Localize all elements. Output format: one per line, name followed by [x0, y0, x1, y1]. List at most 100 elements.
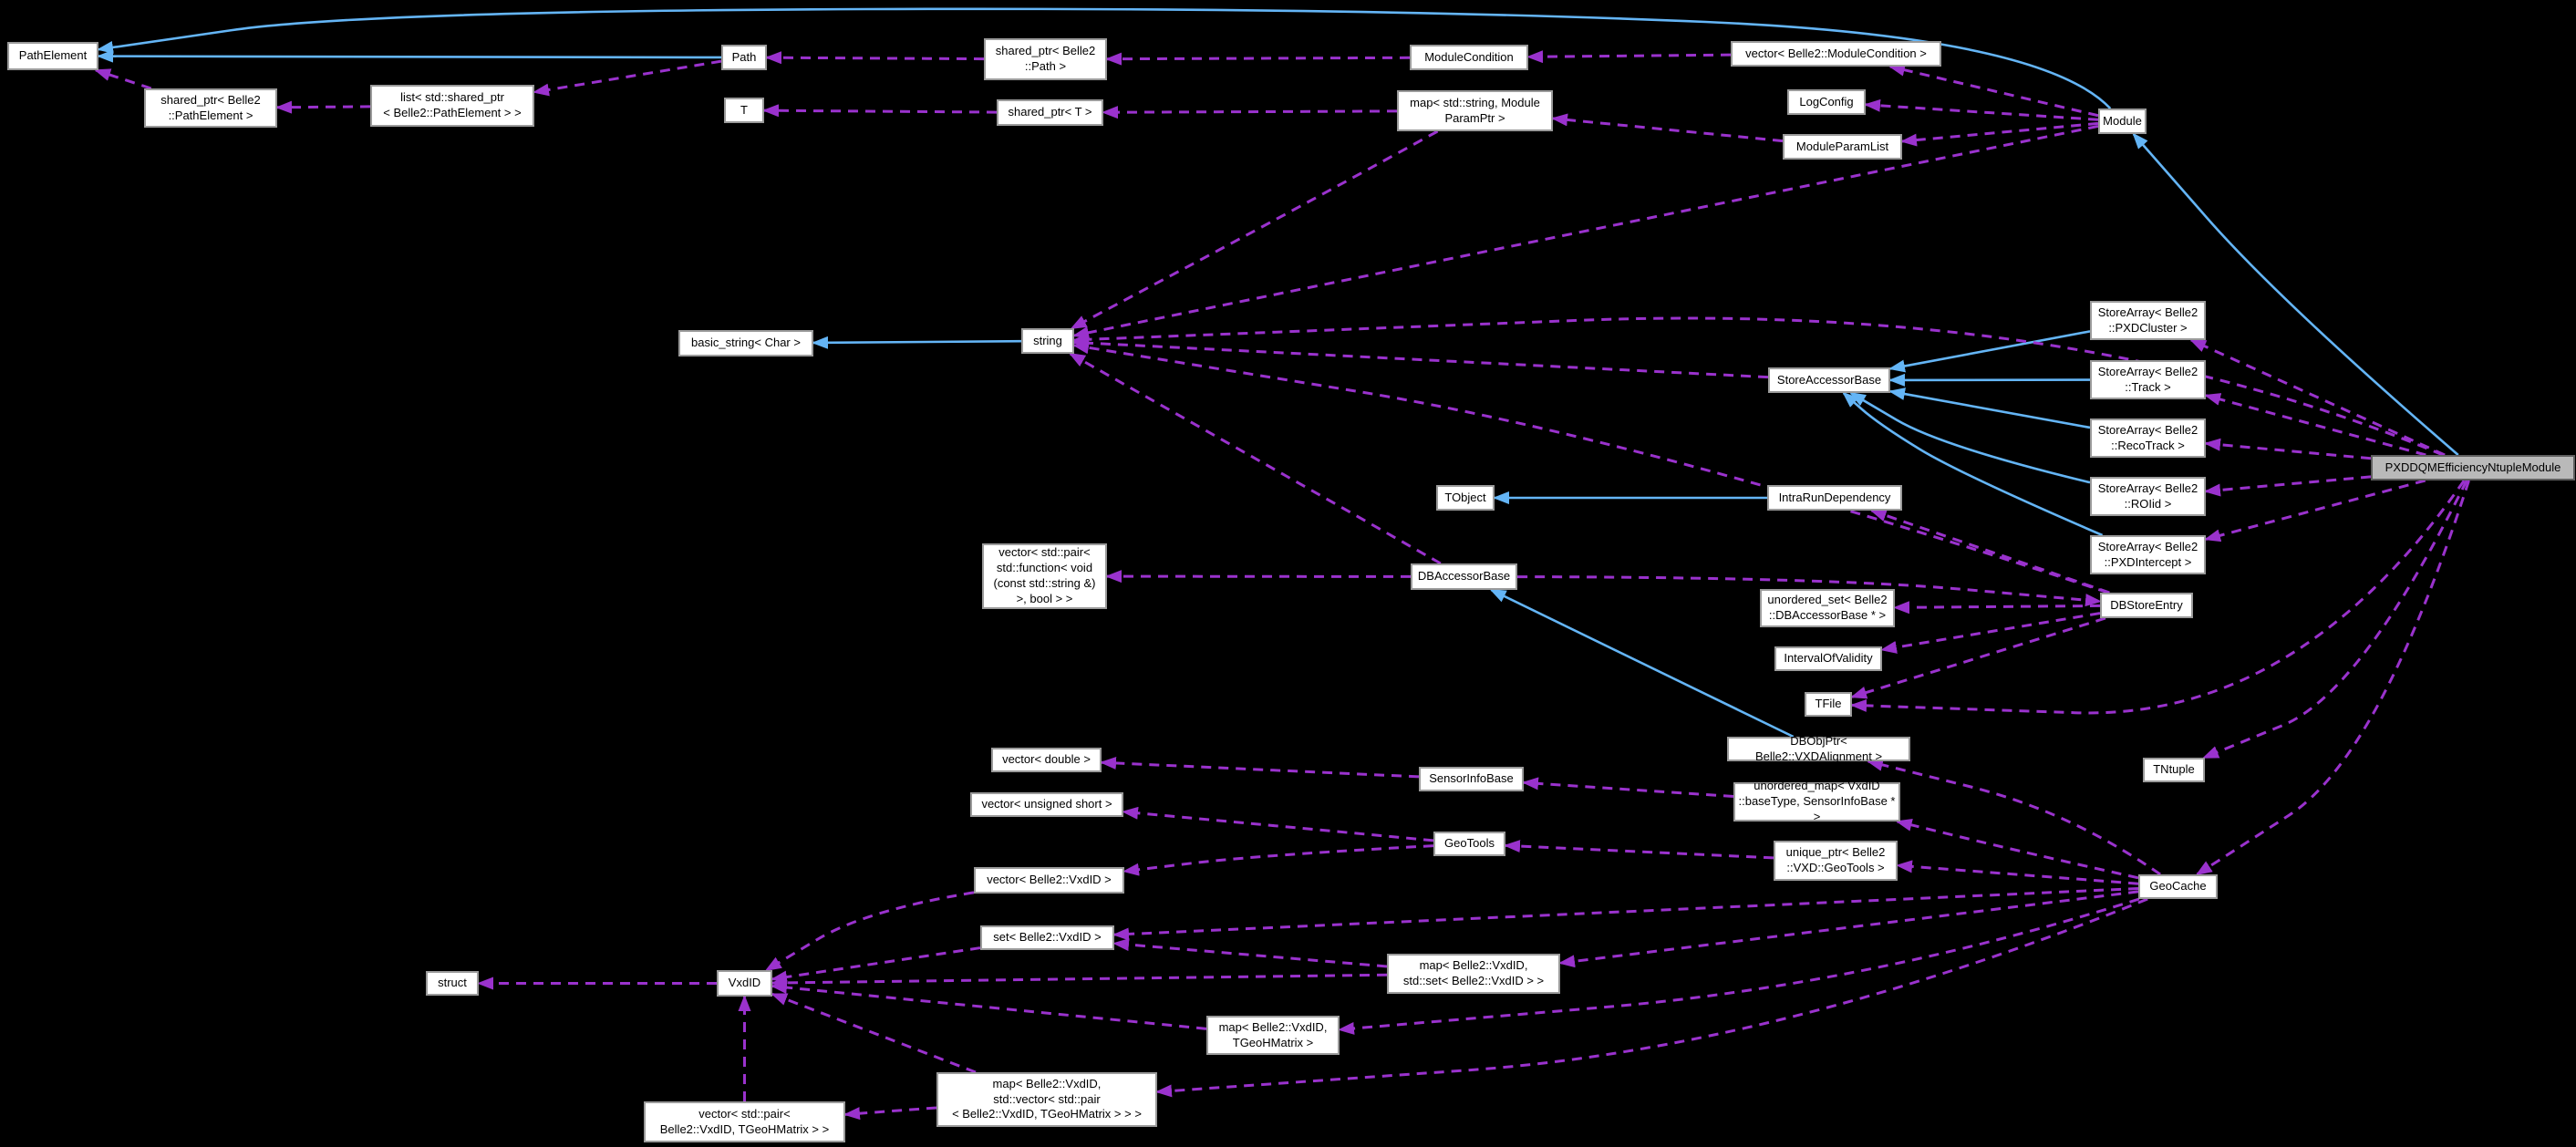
- node-tntuple[interactable]: TNtuple: [2143, 758, 2205, 782]
- node-intervalOfValidity[interactable]: IntervalOfValidity: [1774, 646, 1882, 671]
- edge-pxddqm-saPxdCluster: [2189, 338, 2446, 457]
- edge-mapVecPair-vxdid: [771, 992, 977, 1074]
- node-moduleCondition[interactable]: ModuleCondition: [1410, 45, 1528, 70]
- node-vecPairTgeo[interactable]: vector< std::pair< Belle2::VxdID, TGeoHM…: [644, 1101, 845, 1142]
- node-mapSetVxdid[interactable]: map< Belle2::VxdID, std::set< Belle2::Vx…: [1387, 954, 1560, 994]
- edge-module-vecModCond: [1888, 63, 2099, 118]
- edge-vecVxdid-vxdid: [764, 891, 975, 972]
- edge-mapStringParam-string: [1070, 129, 1439, 330]
- node-storeAccessorBase[interactable]: StoreAccessorBase: [1768, 367, 1890, 393]
- node-setVxdid[interactable]: set< Belle2::VxdID >: [980, 925, 1114, 950]
- edge-pxddqm-tntuple: [2202, 480, 2468, 760]
- edge-module-string: [1072, 124, 2099, 339]
- edge-spPathElement-pathElement: [94, 68, 152, 90]
- node-saRecoTrack[interactable]: StoreArray< Belle2 ::RecoTrack >: [2090, 418, 2206, 458]
- node-pxddqm[interactable]: PXDDQMEfficiencyNtupleModule: [2371, 455, 2575, 480]
- node-mapStringParam[interactable]: map< std::string, Module ParamPtr >: [1397, 90, 1553, 131]
- node-listSp[interactable]: list< std::shared_ptr < Belle2::PathElem…: [370, 85, 534, 127]
- edge-mapSetVxdid-vxdid: [771, 973, 1388, 989]
- edge-geoCache-dbObjPtr: [1866, 759, 2161, 876]
- edge-mapSetVxdid-setVxdid: [1112, 938, 1388, 968]
- node-path[interactable]: Path: [721, 45, 767, 70]
- node-intraRunDep[interactable]: IntraRunDependency: [1767, 485, 1902, 511]
- node-vecUshort[interactable]: vector< unsigned short >: [970, 792, 1123, 817]
- edge-moduleParamList-mapStringParam: [1551, 113, 1784, 143]
- edge-pxddqm-module: [2132, 132, 2459, 456]
- edge-geoCache-unorderedMapVxdid: [1895, 818, 2139, 880]
- edge-string-basicString: [812, 336, 1022, 349]
- edge-geoCache-setVxdid: [1112, 886, 2139, 941]
- node-logConfig[interactable]: LogConfig: [1787, 89, 1866, 115]
- node-dbObjPtr[interactable]: DBObjPtr< Belle2::VXDAlignment >: [1727, 734, 1910, 763]
- edge-dbStoreEntry-string: [1072, 341, 2109, 594]
- node-vecModCond[interactable]: vector< Belle2::ModuleCondition >: [1731, 41, 1941, 67]
- edge-listSp-spPathElement: [275, 100, 371, 114]
- edge-sensorInfoBase-vecDouble: [1100, 756, 1420, 779]
- node-t[interactable]: T: [724, 98, 764, 123]
- node-unorderedSetDb[interactable]: unordered_set< Belle2 ::DBAccessorBase *…: [1760, 589, 1895, 627]
- edge-uniquePtrGeoTools-geoTools: [1504, 840, 1774, 860]
- edge-unorderedMapVxdid-sensorInfoBase: [1522, 777, 1734, 798]
- node-geoTools[interactable]: GeoTools: [1433, 832, 1505, 856]
- edge-mapTgeo-vxdid: [771, 981, 1207, 1030]
- node-saPxdIntercept[interactable]: StoreArray< Belle2 ::PXDIntercept >: [2090, 535, 2206, 574]
- edge-saRoiid-storeAccessorBase: [1849, 391, 2091, 484]
- node-structNode[interactable]: struct: [426, 971, 479, 996]
- edge-pxddqm-saRecoTrack: [2204, 438, 2372, 460]
- edge-mapStringParam-spT: [1102, 106, 1398, 119]
- node-spPathElement[interactable]: shared_ptr< Belle2 ::PathElement >: [144, 88, 277, 128]
- edge-storeAccessorBase-string: [1072, 336, 1769, 379]
- edge-saPxdIntercept-storeAccessorBase: [1842, 391, 2104, 537]
- edge-dbStoreEntry-intervalOfValidity: [1880, 612, 2101, 654]
- node-saTrack[interactable]: StoreArray< Belle2 ::Track >: [2090, 360, 2206, 399]
- edge-dbStoreEntry-tfile: [1850, 616, 2106, 699]
- edge-module-logConfig: [1864, 98, 2099, 121]
- edge-pxddqm-saRoiid: [2204, 475, 2372, 497]
- edge-geoTools-vecUshort: [1122, 806, 1434, 842]
- edge-geoCache-uniquePtrGeoTools: [1896, 860, 2139, 885]
- node-spT[interactable]: shared_ptr< T >: [997, 99, 1103, 126]
- node-uniquePtrGeoTools[interactable]: unique_ptr< Belle2 ::VXD::GeoTools >: [1774, 841, 1898, 881]
- node-vxdid[interactable]: VxdID: [717, 970, 772, 997]
- edge-pxddqm-string: [1072, 316, 2444, 457]
- edge-pxddqm-tfile: [1850, 480, 2466, 715]
- node-pathElement[interactable]: PathElement: [7, 42, 98, 70]
- node-dbAccessorBase[interactable]: DBAccessorBase: [1411, 563, 1517, 590]
- edge-saPxdCluster-storeAccessorBase: [1888, 330, 2091, 373]
- node-module[interactable]: Module: [2098, 108, 2147, 134]
- node-saPxdCluster[interactable]: StoreArray< Belle2 ::PXDCluster >: [2090, 301, 2206, 340]
- edge-spT-t: [762, 104, 998, 118]
- edge-saRecoTrack-storeAccessorBase: [1888, 388, 2091, 429]
- edge-dbAccessorBase-string: [1068, 352, 1442, 565]
- node-vecFunc[interactable]: vector< std::pair< std::function< void (…: [982, 543, 1107, 609]
- node-string[interactable]: string: [1021, 328, 1074, 354]
- edge-pxddqm-saTrack: [2204, 393, 2426, 457]
- node-spPath[interactable]: shared_ptr< Belle2 ::Path >: [984, 38, 1107, 80]
- edge-dbStoreEntry-unorderedSetDb: [1893, 601, 2101, 615]
- edge-module-moduleParamList: [1900, 121, 2099, 147]
- node-geoCache[interactable]: GeoCache: [2138, 874, 2218, 899]
- node-dbStoreEntry[interactable]: DBStoreEntry: [2100, 593, 2193, 618]
- edge-pxddqm-saPxdIntercept: [2204, 479, 2426, 542]
- node-tobject[interactable]: TObject: [1436, 485, 1495, 511]
- node-sensorInfoBase[interactable]: SensorInfoBase: [1419, 767, 1524, 791]
- node-vecVxdid[interactable]: vector< Belle2::VxdID >: [974, 867, 1124, 894]
- node-tfile[interactable]: TFile: [1805, 692, 1852, 717]
- edge-geoTools-vecVxdid: [1122, 844, 1434, 876]
- node-basicString[interactable]: basic_string< Char >: [678, 330, 813, 356]
- edge-geoCache-mapTgeo: [1338, 897, 2140, 1035]
- node-unorderedMapVxdid[interactable]: unordered_map< VxdID ::baseType, SensorI…: [1733, 779, 1900, 823]
- node-mapTgeo[interactable]: map< Belle2::VxdID, TGeoHMatrix >: [1206, 1016, 1340, 1055]
- edge-spPath-path: [765, 51, 985, 65]
- node-vecDouble[interactable]: vector< double >: [991, 748, 1102, 772]
- edge-pxddqm-geoCache: [2195, 480, 2470, 876]
- node-saRoiid[interactable]: StoreArray< Belle2 ::ROIid >: [2090, 477, 2206, 516]
- node-moduleParamList[interactable]: ModuleParamList: [1783, 134, 1902, 160]
- edge-moduleCondition-spPath: [1105, 52, 1411, 66]
- edge-geoCache-mapVecPair: [1155, 897, 2148, 1098]
- node-mapVecPair[interactable]: map< Belle2::VxdID, std::vector< std::pa…: [936, 1072, 1157, 1127]
- edge-vecModCond-moduleCondition: [1526, 50, 1732, 64]
- edge-dbObjPtr-dbAccessorBase: [1489, 588, 1795, 739]
